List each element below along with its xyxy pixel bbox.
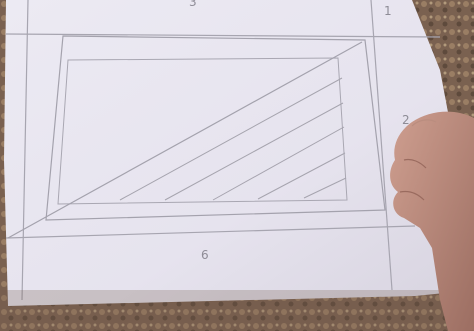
outer-rectangle — [45, 35, 386, 221]
long-diagonal-line — [7, 41, 363, 239]
hand-with-pencil — [390, 111, 474, 331]
label-right-mid-number: 2 — [402, 113, 410, 127]
inner-rectangle — [57, 57, 348, 205]
label-top-number: 3 — [189, 0, 197, 9]
hatch-lines — [119, 77, 347, 201]
paper-sheet — [4, 0, 474, 306]
outer-border-lines — [5, 0, 441, 301]
hand — [390, 111, 474, 331]
label-right-top-number: 1 — [384, 4, 392, 18]
label-bottom-number: 6 — [201, 248, 209, 262]
paper-bottom-shade — [0, 290, 474, 331]
